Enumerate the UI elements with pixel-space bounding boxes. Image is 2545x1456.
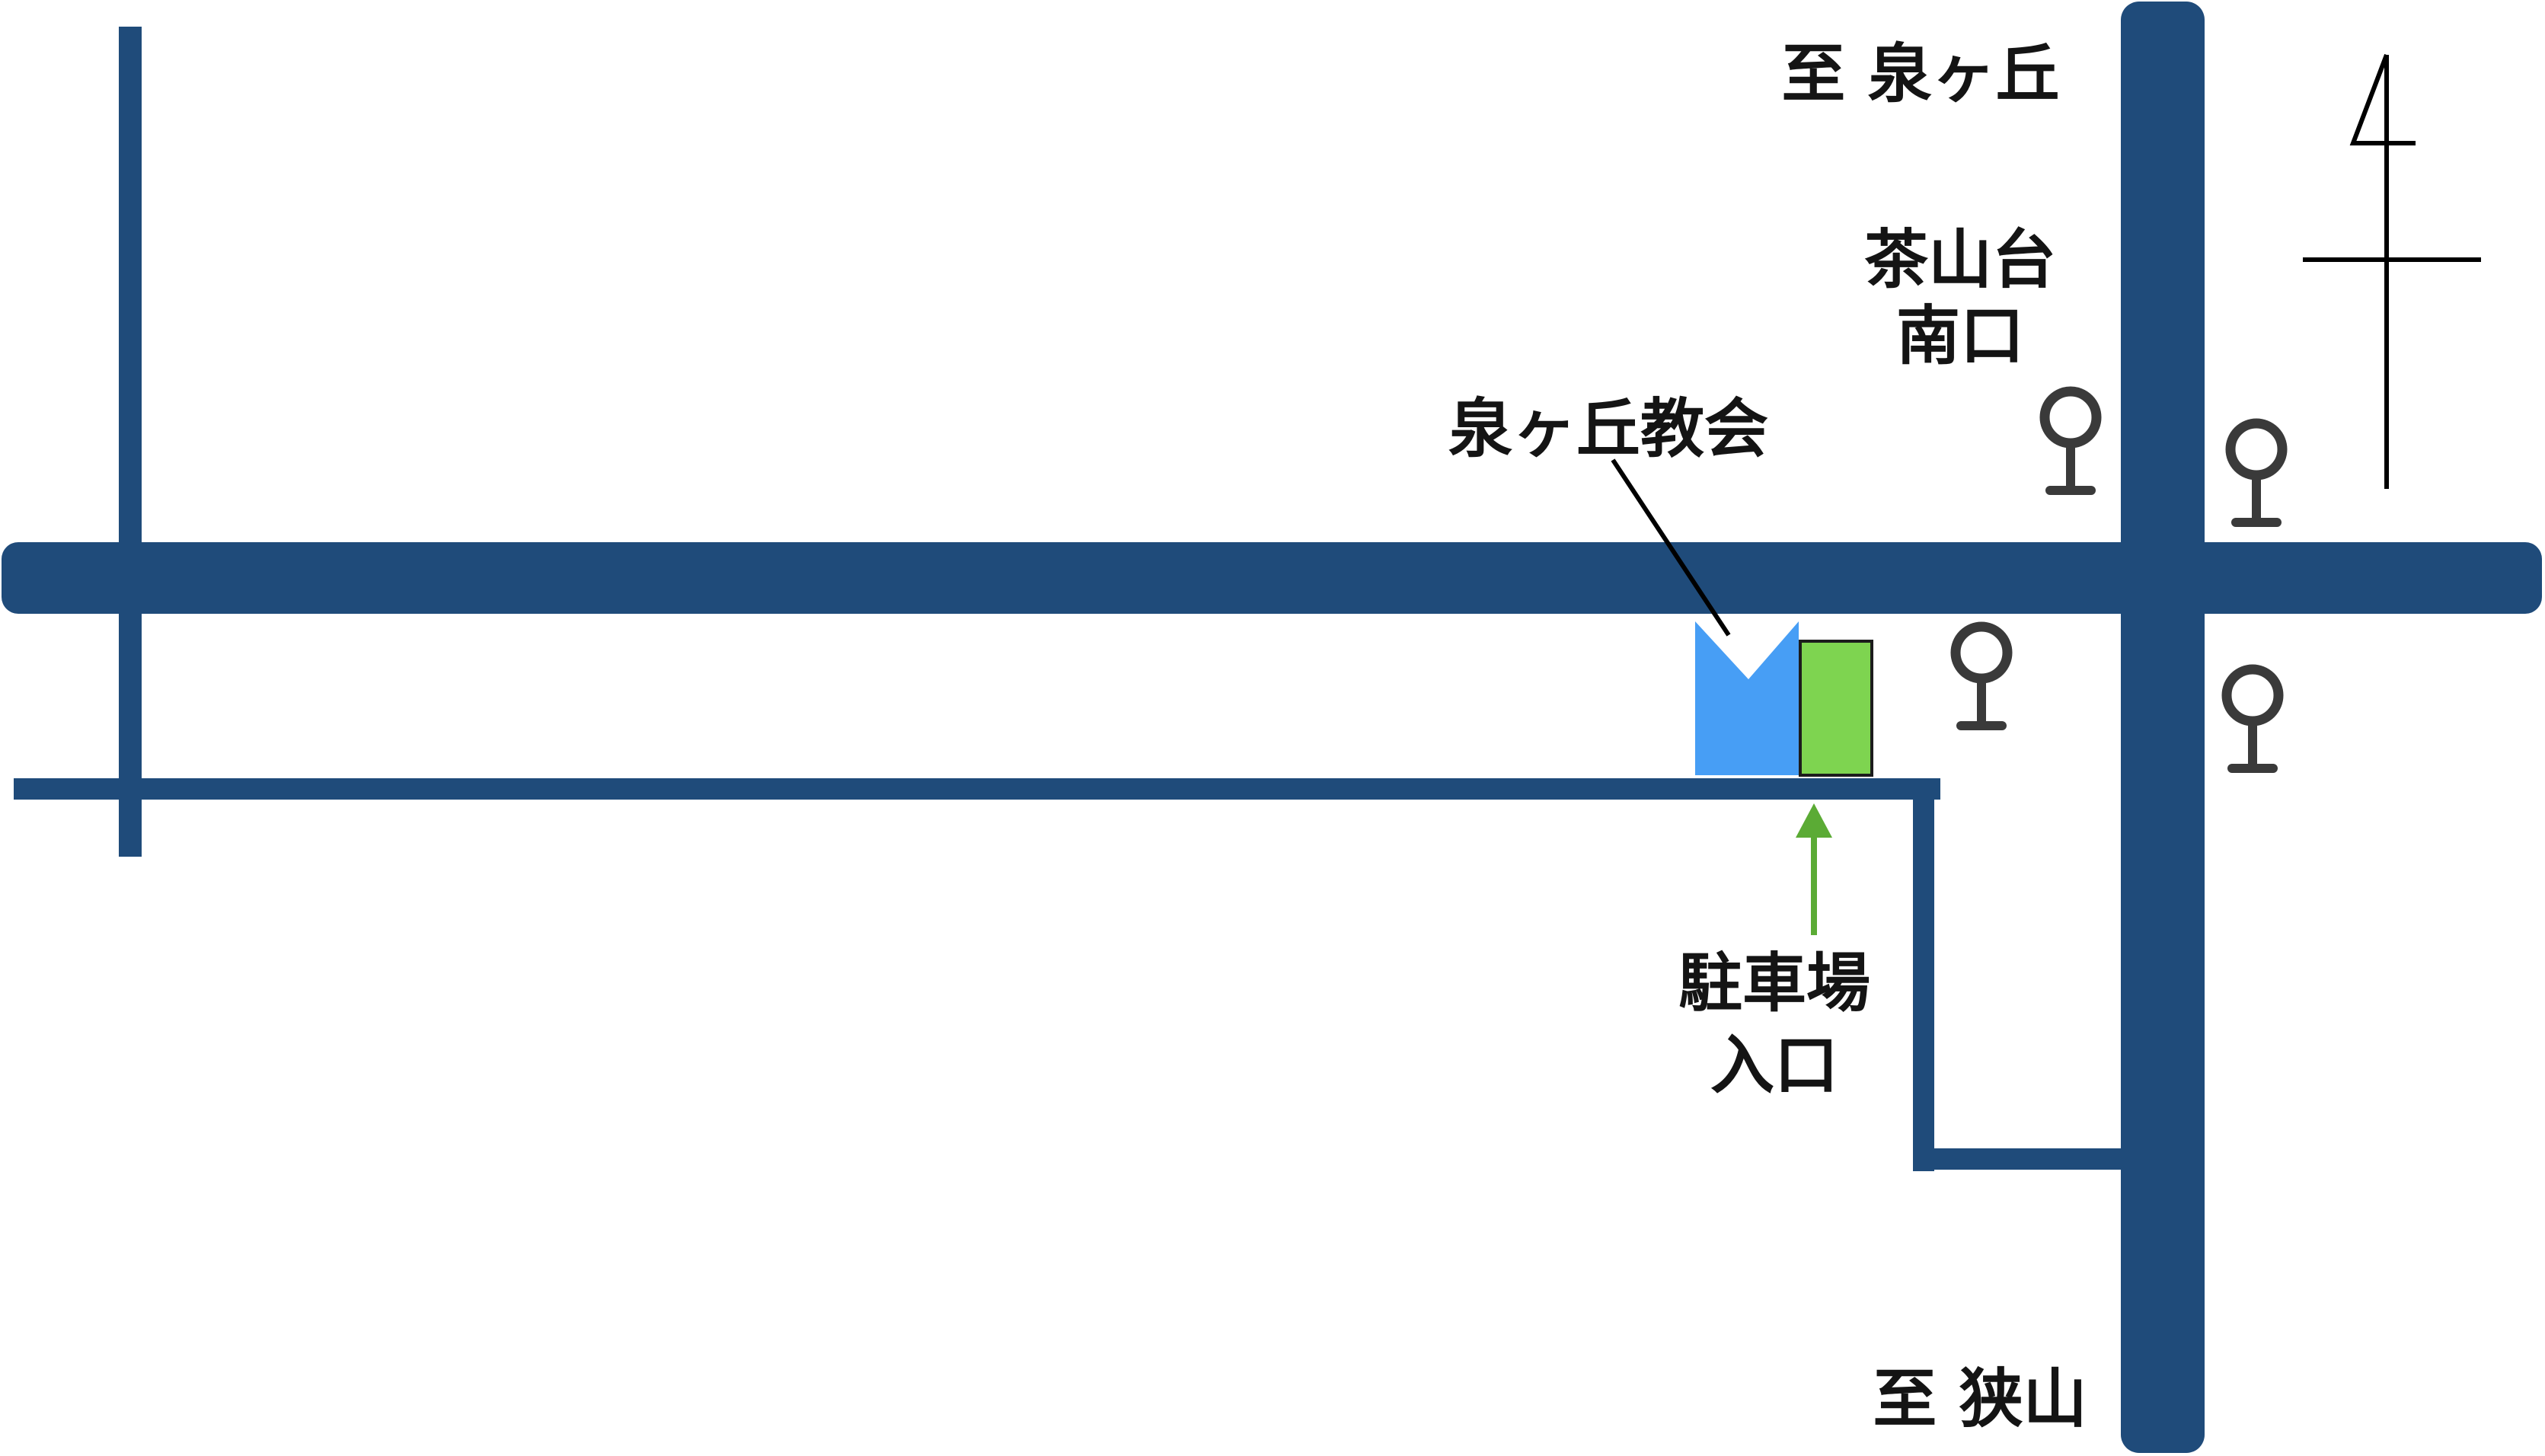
church-pointer-line (1611, 458, 1731, 637)
main-road-horizontal (2, 542, 2542, 614)
side-road-connector-horizontal (1913, 1148, 2126, 1170)
church-name: 泉ヶ丘教会 (1448, 391, 1768, 466)
to-north-label: 至 泉ヶ丘 (1781, 37, 2059, 111)
side-road-west-vertical (119, 27, 142, 857)
bus-stop-name-line2: 南口 (1896, 299, 2024, 373)
bus-stop-icon (2039, 386, 2102, 495)
bus-stop-name-line1: 茶山台 (1864, 222, 2056, 297)
main-road-vertical (2121, 2, 2205, 1453)
bus-stop-icon (2221, 664, 2284, 773)
side-road-south (14, 778, 1940, 800)
north-arrow-icon (2303, 53, 2481, 489)
parking-icon (1799, 640, 1873, 777)
bus-stop-icon (1950, 621, 2013, 730)
side-road-connector-vertical (1913, 778, 1934, 1171)
parking-entrance-line1: 駐車場 (1678, 946, 1870, 1020)
to-south-label: 至 狭山 (1873, 1362, 2087, 1436)
church-icon (1695, 621, 1799, 775)
parking-entrance-line2: 入口 (1710, 1028, 1838, 1103)
bus-stop-icon (2225, 418, 2288, 527)
entrance-arrow-icon (1796, 803, 1832, 935)
